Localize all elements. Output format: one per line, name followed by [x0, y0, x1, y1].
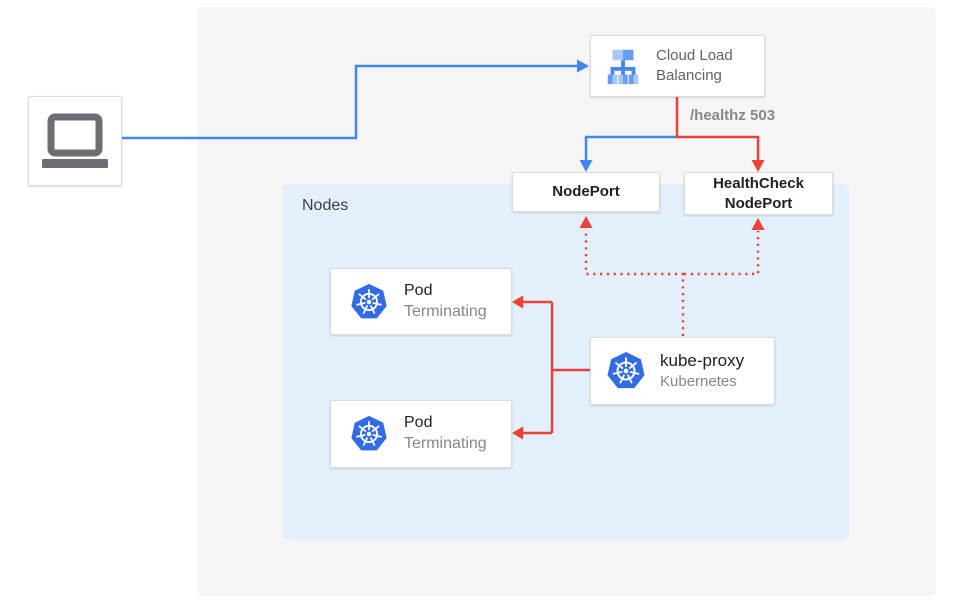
- pod-title: Pod: [404, 414, 433, 432]
- pod-title: Pod: [404, 281, 433, 299]
- cloud-load-balancing-node: Cloud Load Balancing: [590, 35, 765, 97]
- cloud-load-balancing-label: Cloud Load Balancing: [656, 47, 733, 84]
- kube-proxy-node: kube-proxy Kubernetes: [590, 337, 775, 405]
- healthcheck-nodeport-label: HealthCheck NodePort: [713, 175, 804, 212]
- kubernetes-icon: [607, 352, 645, 389]
- kubernetes-icon: [351, 415, 387, 451]
- kubernetes-icon: [351, 283, 387, 318]
- cloud-load-balancing-icon: [607, 49, 639, 85]
- pod-status: Terminating: [404, 302, 487, 320]
- kube-proxy-subtitle: Kubernetes: [660, 373, 737, 391]
- pod-node-2: Pod Terminating: [330, 400, 512, 468]
- healthcheck-nodeport-node: HealthCheck NodePort: [684, 172, 833, 215]
- pod-node-1: Pod Terminating: [330, 268, 512, 335]
- pod-status: Terminating: [404, 435, 487, 452]
- client-node: [28, 96, 122, 186]
- nodes-region-label: Nodes: [302, 197, 349, 214]
- nodeport-node: NodePort: [512, 172, 660, 212]
- laptop-icon: [42, 113, 108, 168]
- kube-proxy-title: kube-proxy: [660, 351, 745, 371]
- healthz-status-label: /healthz 503: [690, 107, 776, 124]
- nodeport-label: NodePort: [552, 183, 620, 201]
